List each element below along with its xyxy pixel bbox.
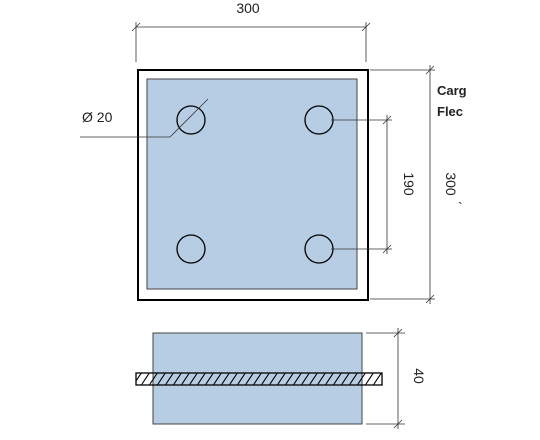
thickness-label: 40 [411, 368, 427, 384]
section-view: 40 [135, 328, 427, 429]
plan-view: Ø 20 300 190 300 ` [80, 0, 463, 304]
side-label-line2: Flec [437, 104, 463, 119]
height-dimension [370, 65, 435, 304]
diameter-leader [80, 98, 209, 138]
bolt-hole-bottom-left [176, 234, 206, 264]
plate-fill [146, 78, 358, 290]
hole-diameter-label: Ø 20 [82, 109, 113, 125]
width-label: 300 [236, 0, 260, 16]
side-label-line1: Carg [437, 83, 467, 98]
height-label: 300 [443, 172, 459, 196]
height-label-tail: ` [458, 199, 463, 215]
hole-spacing-label: 190 [401, 172, 417, 196]
hole-spacing-dimension [331, 115, 392, 254]
rebar-hatched [135, 372, 383, 386]
width-dimension [131, 22, 371, 62]
thickness-dimension [366, 328, 405, 429]
bolt-hole-top-left [176, 105, 206, 135]
